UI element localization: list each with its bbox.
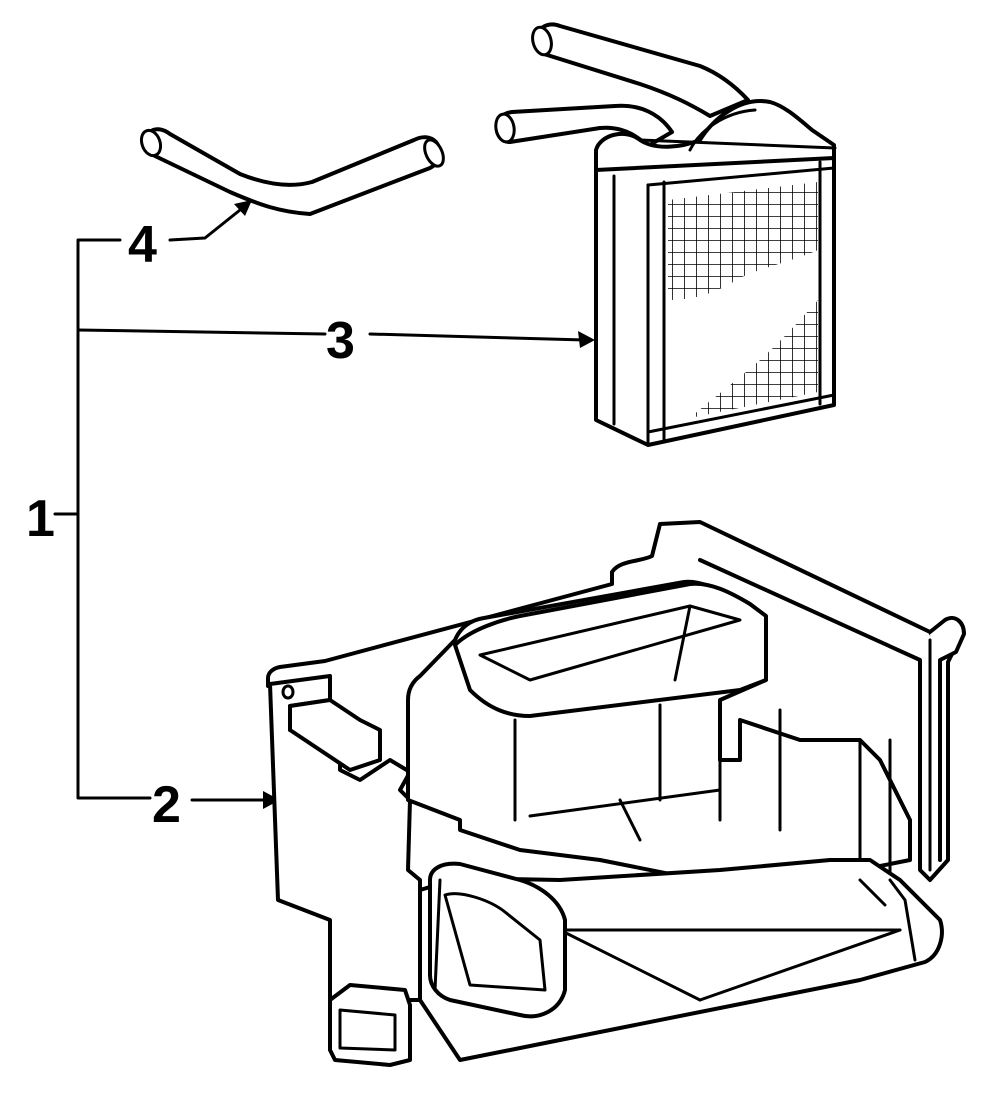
leader-3-arrow-line: [368, 332, 587, 342]
bracket-line: [76, 238, 152, 800]
callout-labels: 1 2 3 4: [26, 216, 355, 834]
heater-core-part-3: [494, 22, 837, 447]
leader-4-arrow-line: [168, 204, 247, 242]
heater-hose-part-4: [139, 127, 445, 216]
callout-leaders: [53, 200, 595, 809]
callout-1-label: 1: [26, 490, 55, 548]
heater-case-part-2: [266, 520, 966, 1067]
callout-3-label: 3: [326, 312, 355, 370]
leader-3-arrowhead: [578, 331, 595, 348]
leader-2-arrowhead: [263, 791, 280, 809]
callout-4-label: 4: [128, 216, 157, 274]
leader-3: [76, 328, 327, 336]
callout-2-label: 2: [152, 776, 181, 834]
leader-4-arrowhead: [234, 200, 252, 216]
